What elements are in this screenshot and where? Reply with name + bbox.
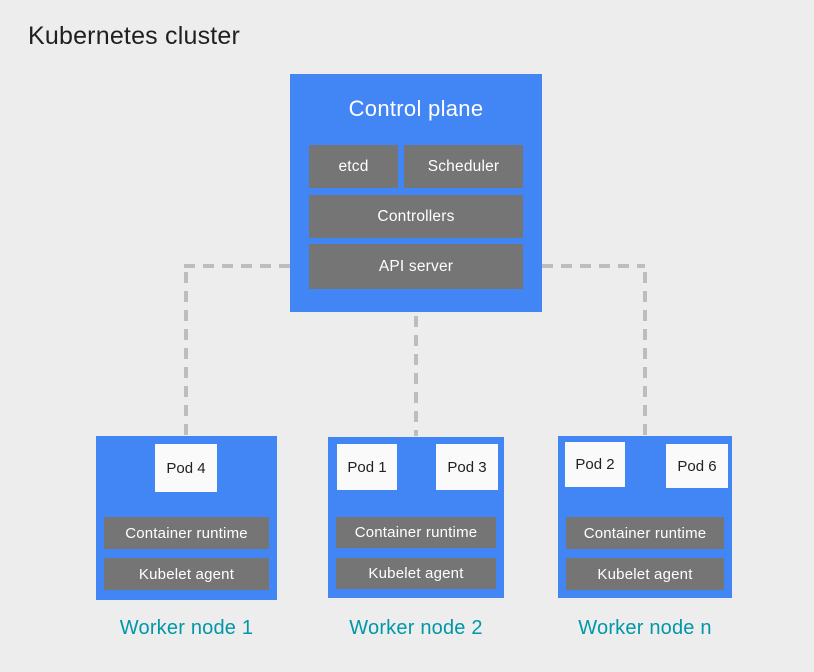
kubelet-agent-box: Kubelet agent xyxy=(104,558,269,590)
worker-node-1: Pod 4 Container runtime Kubelet agent xyxy=(96,436,277,600)
worker-node-2: Pod 1 Pod 3 Container runtime Kubelet ag… xyxy=(328,437,504,598)
control-plane: Control plane etcd Scheduler Controllers… xyxy=(290,74,542,312)
worker-node-n: Pod 2 Pod 6 Container runtime Kubelet ag… xyxy=(558,436,732,598)
scheduler-box: Scheduler xyxy=(404,145,523,188)
control-plane-title: Control plane xyxy=(348,96,484,121)
api-server-box: API server xyxy=(309,244,523,289)
connector-vertical-left xyxy=(184,272,188,436)
worker-node-2-label: Worker node 2 xyxy=(349,617,483,639)
container-runtime-box: Container runtime xyxy=(104,517,269,549)
controllers-box: Controllers xyxy=(309,195,523,238)
diagram-title: Kubernetes cluster xyxy=(28,22,241,50)
pod-box: Pod 3 xyxy=(436,444,498,490)
kubelet-agent-box: Kubelet agent xyxy=(566,558,724,590)
control-plane-components: etcd Scheduler Controllers API server xyxy=(309,145,523,289)
container-runtime-box: Container runtime xyxy=(566,517,724,549)
pod-box: Pod 1 xyxy=(337,444,397,490)
worker-node-1-label: Worker node 1 xyxy=(119,617,254,639)
container-runtime-box: Container runtime xyxy=(336,517,496,548)
connector-horizontal-left xyxy=(184,264,290,268)
connector-horizontal-right xyxy=(542,264,645,268)
etcd-box: etcd xyxy=(309,145,398,188)
pod-box: Pod 4 xyxy=(155,444,217,492)
kubelet-agent-box: Kubelet agent xyxy=(336,558,496,589)
connector-vertical-middle xyxy=(414,316,418,436)
pod-box: Pod 2 xyxy=(565,442,625,487)
pod-box: Pod 6 xyxy=(666,444,728,488)
worker-node-n-label: Worker node n xyxy=(578,617,712,639)
connector-vertical-right xyxy=(643,272,647,436)
